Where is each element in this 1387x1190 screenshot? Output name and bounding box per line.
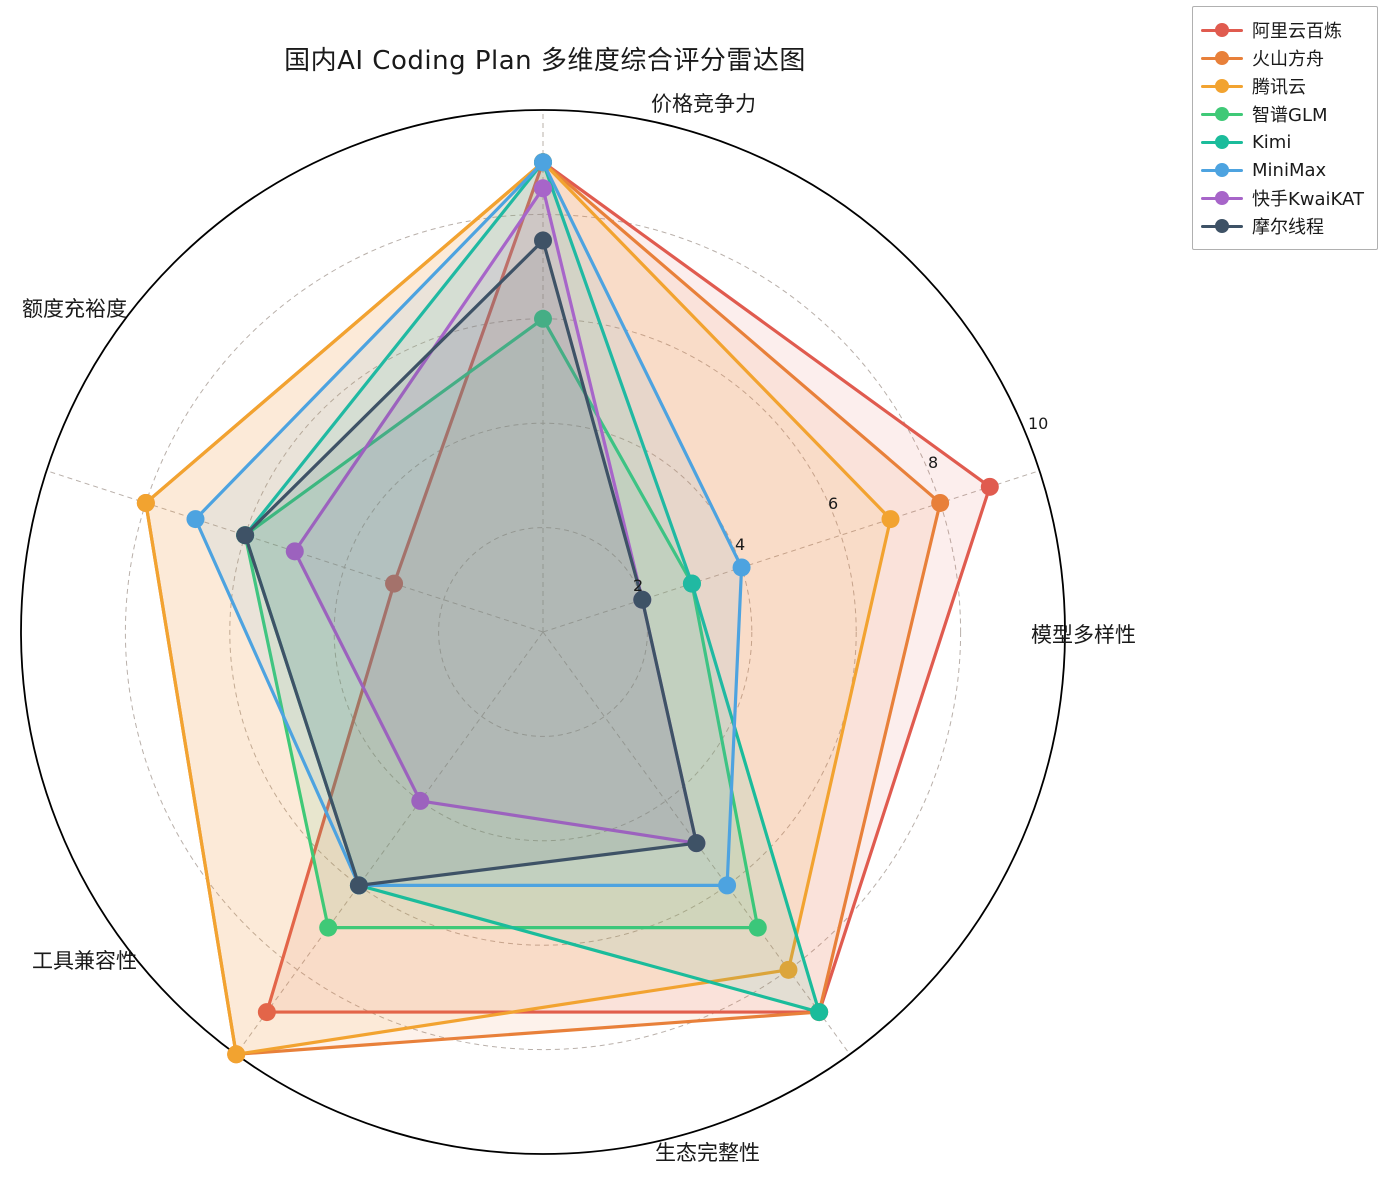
series-6 (285, 179, 706, 853)
series-7 (236, 231, 706, 895)
legend-swatch-icon (1201, 76, 1243, 96)
legend-swatch-icon (1201, 20, 1243, 40)
data-point (534, 231, 552, 250)
series-area (265, 160, 992, 1014)
series-layer (136, 153, 999, 1064)
grid-ring-8 (124, 213, 962, 1051)
series-area (193, 160, 744, 887)
legend-swatch-icon (1201, 160, 1243, 180)
data-point (285, 542, 304, 561)
series-area (243, 238, 699, 887)
data-point (931, 493, 950, 512)
data-point (236, 526, 255, 545)
radial-tick-label-8: 8 (928, 453, 939, 472)
data-point (810, 1003, 829, 1022)
data-point (349, 876, 368, 895)
series-area (293, 186, 699, 845)
legend-item-6[interactable]: 快手KwaiKAT (1201, 184, 1369, 212)
axis-spoke-3 (235, 631, 544, 1055)
legend-label: 火山方舟 (1252, 49, 1324, 70)
legend-swatch-icon (1201, 104, 1243, 124)
data-point (534, 153, 552, 172)
legend-item-0[interactable]: 阿里云百炼 (1201, 16, 1369, 44)
series-area (243, 160, 821, 1014)
data-point (748, 918, 767, 937)
series-area (144, 160, 893, 1056)
legend-label: MiniMax (1252, 159, 1327, 181)
radial-tick-label-10: 10 (1028, 414, 1049, 433)
series-2 (136, 153, 900, 1064)
data-point (534, 309, 552, 328)
data-point (186, 510, 205, 529)
data-point (257, 1003, 276, 1022)
data-point (633, 590, 652, 609)
legend-label: 快手KwaiKAT (1252, 189, 1364, 210)
legend-label: 阿里云百炼 (1252, 21, 1342, 42)
legend-label: 摩尔线程 (1252, 217, 1324, 238)
radial-tick-label-4: 4 (735, 535, 746, 554)
series-5 (186, 153, 751, 895)
series-4 (236, 153, 829, 1022)
legend-item-5[interactable]: MiniMax (1201, 156, 1369, 184)
data-point (385, 574, 404, 593)
axis-spoke-1 (542, 470, 1040, 633)
axis-label-4: 额度充裕度 (22, 297, 127, 321)
legend-item-7[interactable]: 摩尔线程 (1201, 212, 1369, 240)
legend-swatch-icon (1201, 48, 1243, 68)
series-3 (236, 309, 767, 937)
radial-tick-label-2: 2 (633, 576, 644, 595)
data-point (534, 179, 552, 198)
legend-label: 智谱GLM (1252, 105, 1328, 126)
legend-swatch-icon (1201, 216, 1243, 236)
axis-label-1: 模型多样性 (1031, 623, 1136, 647)
legend-item-1[interactable]: 火山方舟 (1201, 44, 1369, 72)
axis-label-2: 生态完整性 (655, 1141, 760, 1165)
data-point (227, 1045, 246, 1064)
legend-label: 腾讯云 (1252, 77, 1306, 98)
grid-ring-2 (438, 527, 648, 737)
data-point (779, 960, 798, 979)
data-point (682, 574, 701, 593)
axis-label-3: 工具兼容性 (32, 949, 137, 973)
data-point (881, 510, 900, 529)
grid-ring-6 (229, 318, 857, 946)
data-point (411, 791, 430, 810)
data-point (980, 477, 999, 496)
axis-label-0: 价格竞争力 (651, 92, 756, 116)
data-point (687, 834, 706, 853)
legend-item-3[interactable]: 智谱GLM (1201, 100, 1369, 128)
legend-item-2[interactable]: 腾讯云 (1201, 72, 1369, 100)
legend-swatch-icon (1201, 188, 1243, 208)
series-area (243, 317, 760, 930)
legend-label: Kimi (1252, 131, 1292, 153)
legend-item-4[interactable]: Kimi (1201, 128, 1369, 156)
data-point (136, 493, 155, 512)
data-point (732, 558, 751, 577)
outer-ring (20, 109, 1066, 1155)
chart-title: 国内AI Coding Plan 多维度综合评分雷达图 (284, 46, 806, 76)
data-point (319, 918, 338, 937)
legend-swatch-icon (1201, 132, 1243, 152)
radial-tick-label-6: 6 (828, 494, 839, 513)
data-point (718, 876, 737, 895)
